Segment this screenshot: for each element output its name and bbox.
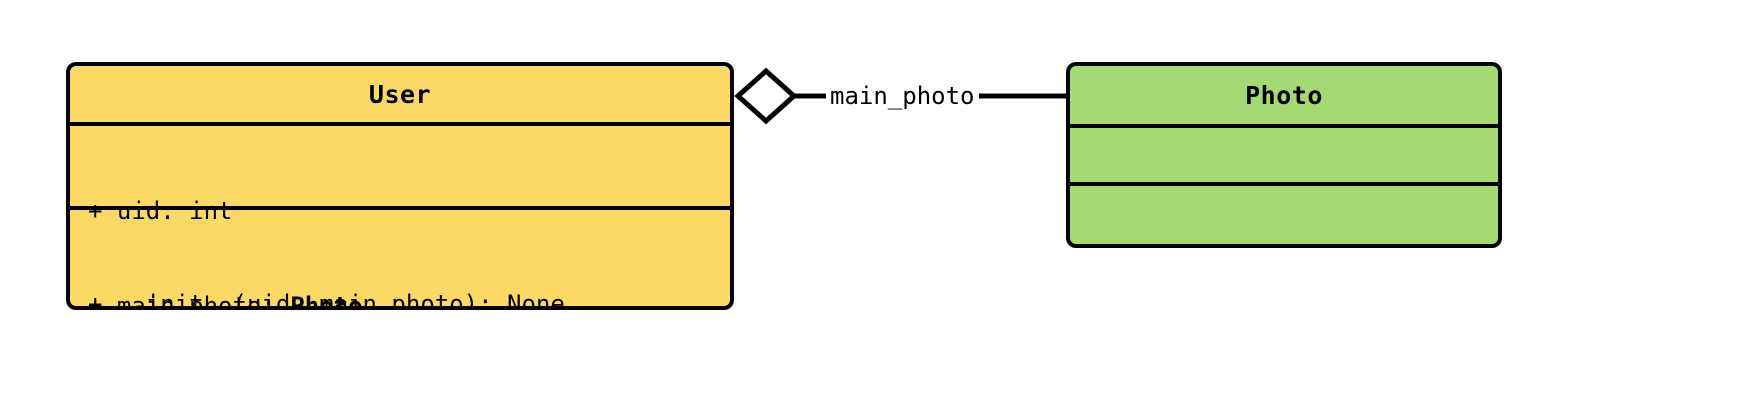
class-box-photo[interactable]: Photo	[1066, 62, 1502, 248]
class-title-photo: Photo	[1245, 80, 1323, 110]
class-box-user[interactable]: User + uid: int + main_photo: Photo + __…	[66, 62, 734, 310]
class-methods-user: + __init__(uid, main_photo): None	[70, 206, 730, 306]
method-init: + __init__(uid, main_photo): None	[88, 290, 565, 310]
attribute-uid: + uid: int	[88, 197, 233, 226]
method-list-user: + __init__(uid, main_photo): None	[70, 210, 730, 310]
attribute-main-photo-prefix: + main_photo:	[88, 292, 291, 310]
attribute-main-photo-type: Photo	[290, 292, 363, 310]
class-methods-photo	[1070, 182, 1498, 240]
class-title-user: User	[368, 79, 432, 109]
attribute-list-user: + uid: int + main_photo: Photo	[70, 126, 730, 310]
attribute-main-photo: + main_photo: Photo	[88, 291, 712, 310]
class-attributes-user: + uid: int + main_photo: Photo	[70, 122, 730, 306]
aggregation-diamond-icon	[734, 67, 798, 125]
class-attributes-photo	[1070, 124, 1498, 182]
association-label-main-photo: main_photo	[826, 82, 979, 110]
